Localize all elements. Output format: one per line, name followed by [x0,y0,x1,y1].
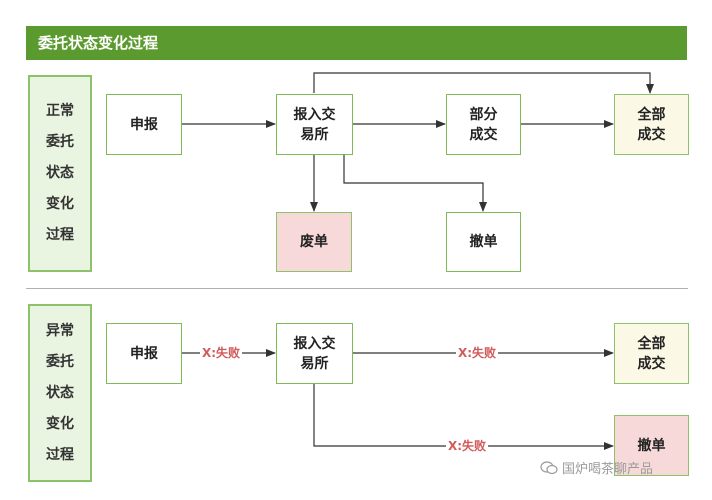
ab-node-report-text-line-1: 报入交 [293,335,336,352]
node-rejected: 废单 [276,212,352,272]
abnormal-label-line-5: 过程 [46,446,74,463]
node-report-text-line-1: 报入交 [293,106,336,123]
node-full-fill: 全部 成交 [614,94,689,155]
ab-node-cancelled-text: 撤单 [637,437,666,454]
edge-ab-report-to-cancelled [313,384,614,450]
ab-node-submit-text: 申报 [130,345,158,362]
ab-node-full-text-line-2: 成交 [637,355,666,372]
node-partial-fill: 部分 成交 [446,94,521,155]
node-cancelled: 撤单 [446,212,521,272]
node-rejected-text: 废单 [300,234,328,250]
abnormal-label-line-1: 异常 [46,322,74,339]
normal-label-line-5: 过程 [46,227,74,243]
node-submit-text: 申报 [130,116,158,133]
ab-node-report-to-exchange: 报入交 易所 [276,323,353,384]
abnormal-label-line-3: 状态 [46,384,74,401]
ab-node-cancelled: 撤单 [614,415,689,476]
node-partial-text-line-2: 成交 [469,126,498,143]
ab-node-report-text-line-2: 易所 [300,355,329,372]
wechat-icon [540,460,558,474]
watermark: 国炉喝茶聊产品 [540,458,653,477]
abnormal-label-line-2: 委托 [46,353,74,370]
ab-node-submit: 申报 [106,323,182,384]
failure-label-report-cancel: X:失败 [446,439,489,453]
edge-report-to-full-direct [313,72,654,94]
normal-label-line-4: 变化 [46,196,74,212]
watermark-text: 国炉喝茶聊产品 [562,462,654,477]
node-cancelled-text: 撤单 [469,234,498,250]
failure-label-report-full: X:失败 [456,346,499,360]
ab-node-full-text-line-1: 全部 [637,335,666,352]
normal-label-line-2: 委托 [46,134,74,150]
diagram-title: 委托状态变化过程 [26,26,687,60]
edge-report-to-cancelled [343,155,487,212]
node-submit: 申报 [106,94,182,155]
failure-label-submit-report: X:失败 [200,346,243,360]
node-partial-text-line-1: 部分 [469,106,498,123]
abnormal-label-line-4: 变化 [46,415,74,432]
node-full-text-line-2: 成交 [637,126,666,143]
ab-node-full-fill: 全部 成交 [614,323,689,384]
normal-label-line-3: 状态 [46,165,74,181]
node-report-to-exchange: 报入交 易所 [276,94,353,155]
normal-section-label: 正常 委托 状态 变化 过程 [28,75,92,272]
normal-label-line-1: 正常 [46,103,74,119]
abnormal-section-label: 异常 委托 状态 变化 过程 [28,304,92,482]
section-divider [26,288,688,289]
node-report-text-line-2: 易所 [300,126,329,143]
node-full-text-line-1: 全部 [637,106,666,123]
